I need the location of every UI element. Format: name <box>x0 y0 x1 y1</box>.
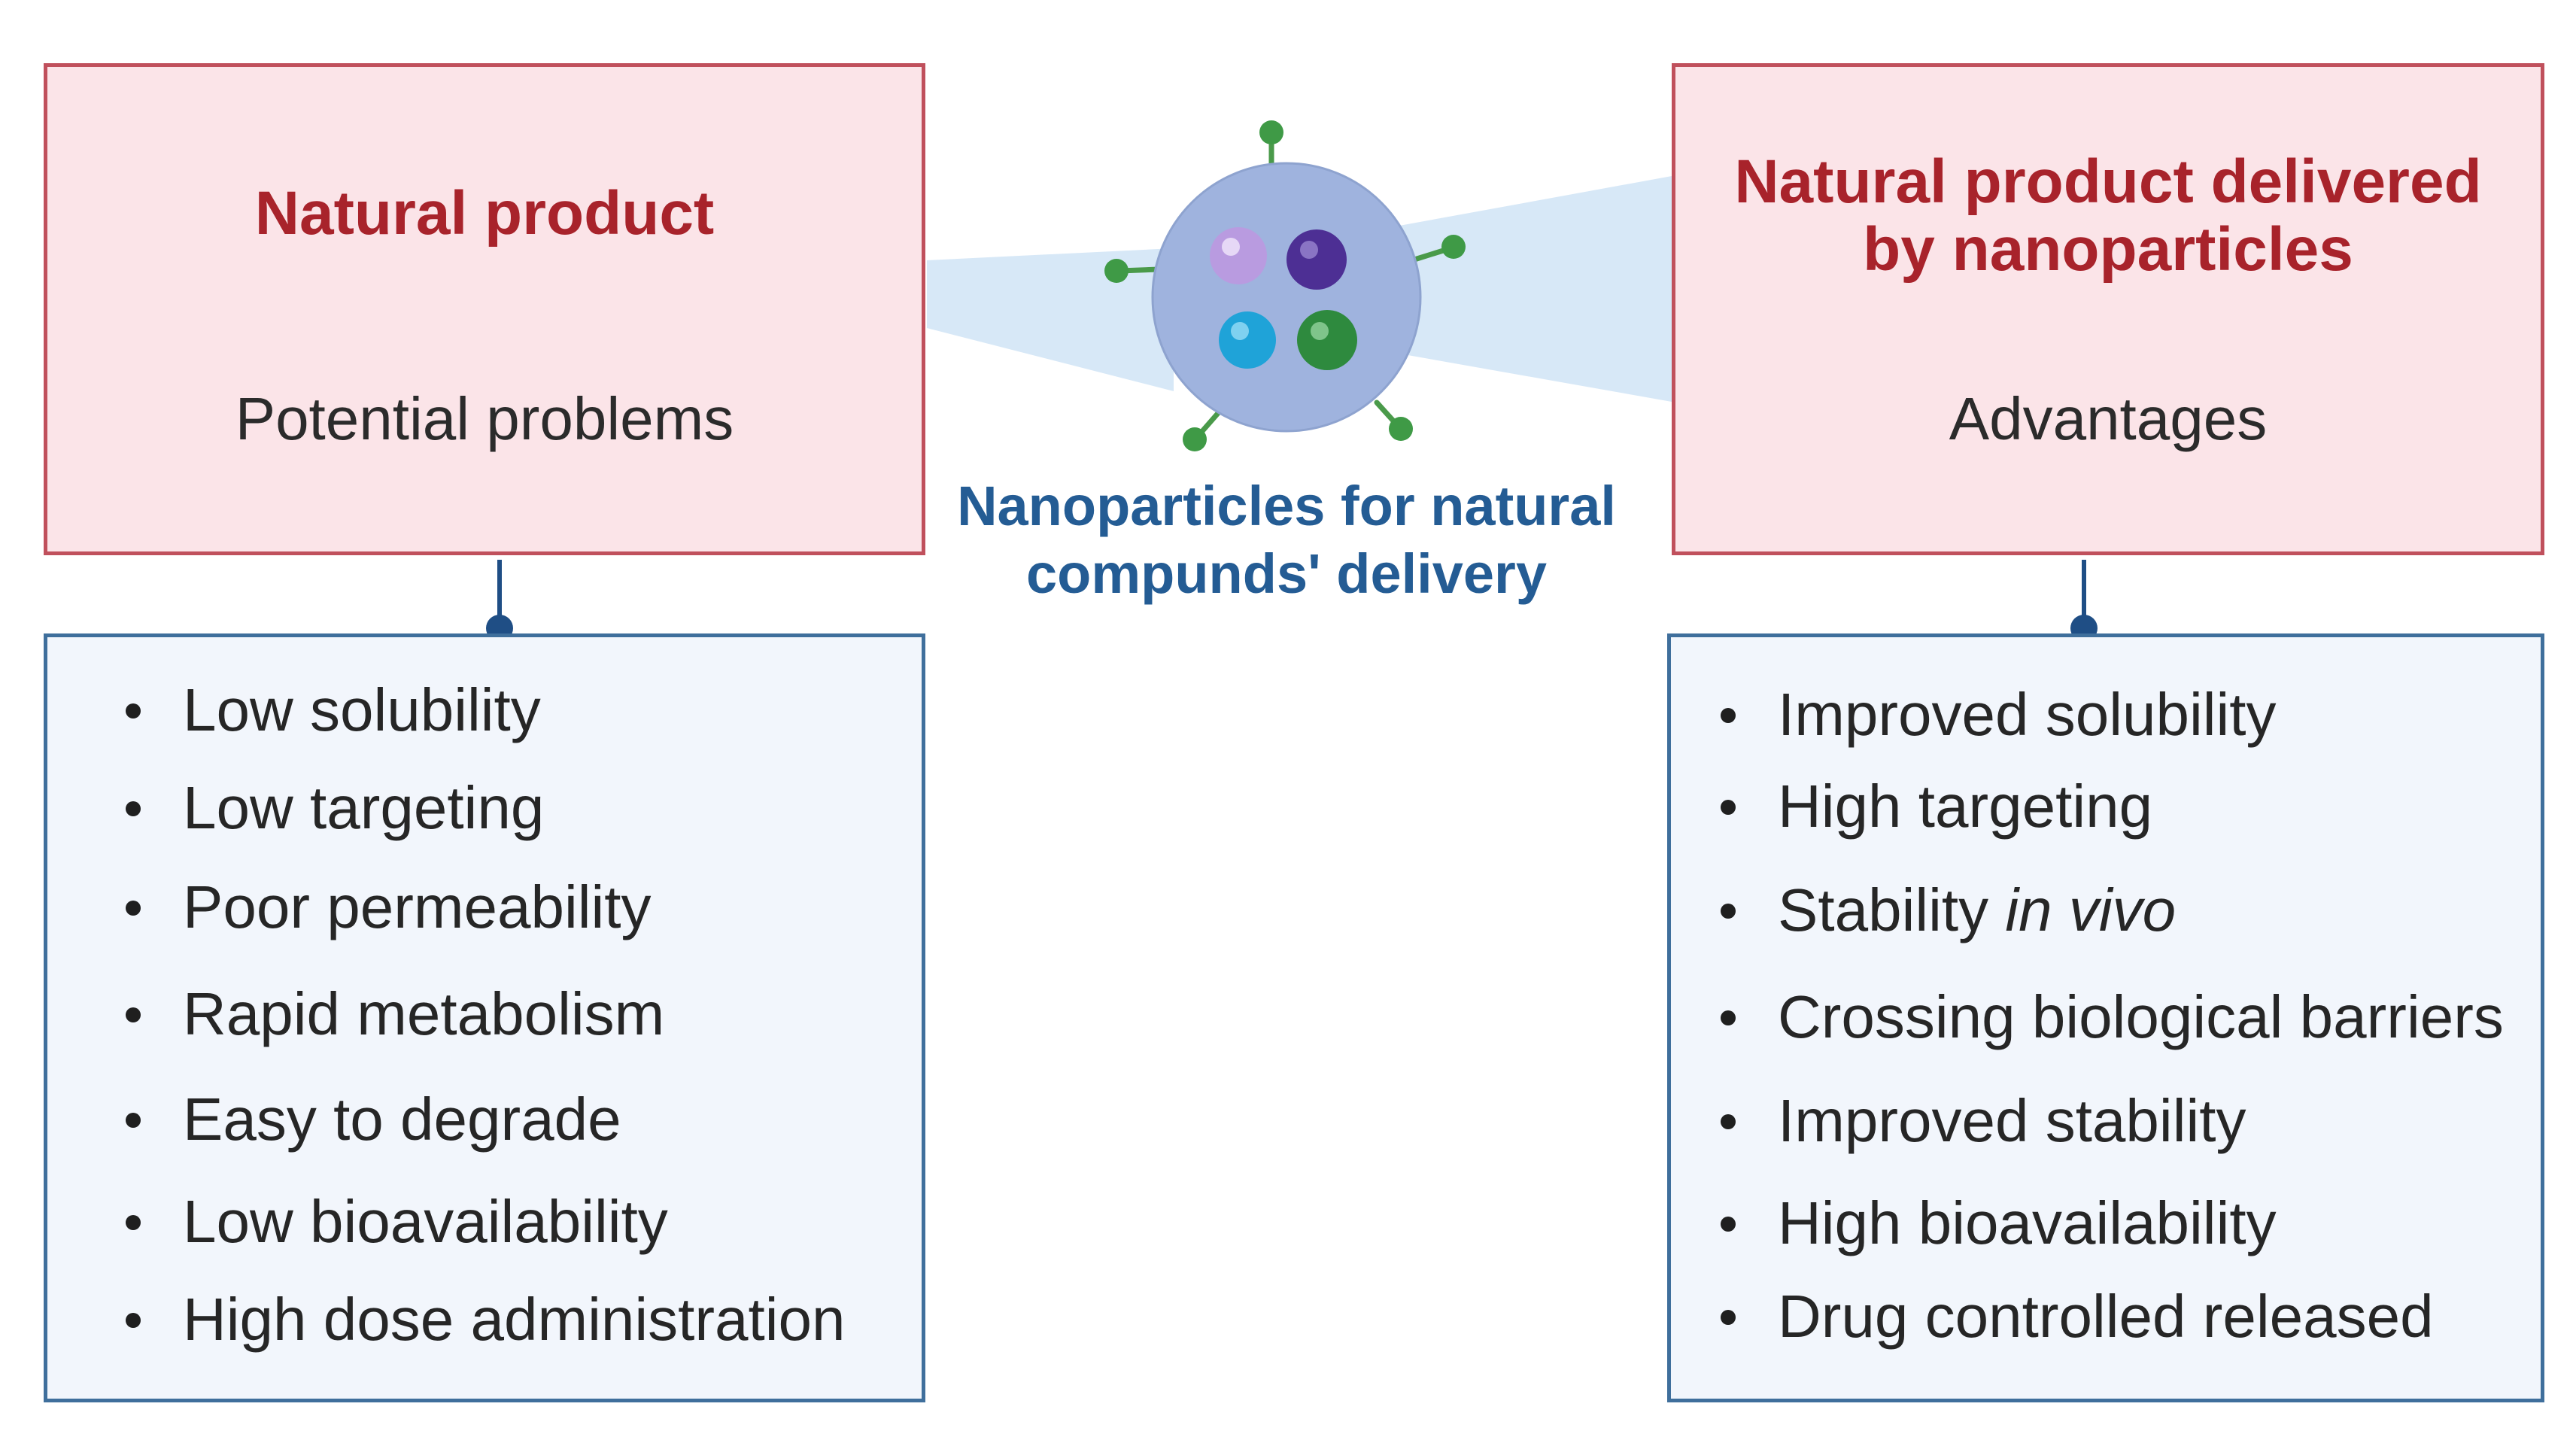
list-item: Low solubility <box>115 676 541 744</box>
problems-list-box: Low solubility Low targeting Poor permea… <box>44 633 925 1402</box>
nanoparticle-product-title-line2: by nanoparticles <box>1863 215 2353 284</box>
list-item: Poor permeability <box>115 873 652 941</box>
bullet-icon <box>1721 800 1736 815</box>
advantages-list-box: Improved solubility High targeting Stabi… <box>1667 633 2544 1402</box>
list-item: Improved solubility <box>1710 681 2277 749</box>
list-item: High dose administration <box>115 1286 845 1353</box>
list-item: Easy to degrade <box>115 1086 621 1153</box>
natural-product-title: Natural product <box>254 179 715 248</box>
left-beam <box>927 248 1174 391</box>
right-beam <box>1399 176 1672 402</box>
list-item: Low bioavailability <box>115 1188 668 1256</box>
list-item: Rapid metabolism <box>115 980 664 1048</box>
bullet-icon <box>126 1113 141 1128</box>
list-item: High bioavailability <box>1710 1189 2277 1257</box>
nanoparticle-product-box: Natural product delivered by nanoparticl… <box>1672 63 2544 555</box>
list-item: Stability in vivo <box>1710 876 2176 944</box>
nanoparticles-label-line1: Nanoparticles for natural <box>957 475 1616 537</box>
list-item: Low targeting <box>115 774 544 842</box>
advantages-label: Advantages <box>1949 385 2268 452</box>
nanoparticle-product-title-line1: Natural product delivered <box>1734 147 2482 216</box>
bullet-icon <box>126 703 141 718</box>
list-item: Crossing biological barriers <box>1710 983 2504 1051</box>
natural-product-box: Natural product Potential problems <box>44 63 925 555</box>
bullet-icon <box>126 1313 141 1328</box>
bullet-icon <box>126 801 141 816</box>
bullet-icon <box>1721 1217 1736 1232</box>
list-item: High targeting <box>1710 773 2152 840</box>
list-item: Improved stability <box>1710 1087 2246 1155</box>
bullet-icon <box>1721 1310 1736 1325</box>
italic-phrase: in vivo <box>2005 876 2177 943</box>
nanoparticles-label: Nanoparticles for natural compunds' deli… <box>933 472 1640 608</box>
bullet-icon <box>126 1007 141 1022</box>
bullet-icon <box>1721 708 1736 723</box>
bullet-icon <box>1721 1114 1736 1129</box>
nanoparticles-label-line2: compunds' delivery <box>1025 542 1547 605</box>
bullet-icon <box>1721 904 1736 919</box>
bullet-icon <box>1721 1010 1736 1025</box>
potential-problems-label: Potential problems <box>235 385 734 452</box>
list-item: Drug controlled released <box>1710 1283 2434 1350</box>
nanoparticle-icon <box>1104 120 1466 451</box>
bullet-icon <box>126 1215 141 1230</box>
bullet-icon <box>126 901 141 916</box>
